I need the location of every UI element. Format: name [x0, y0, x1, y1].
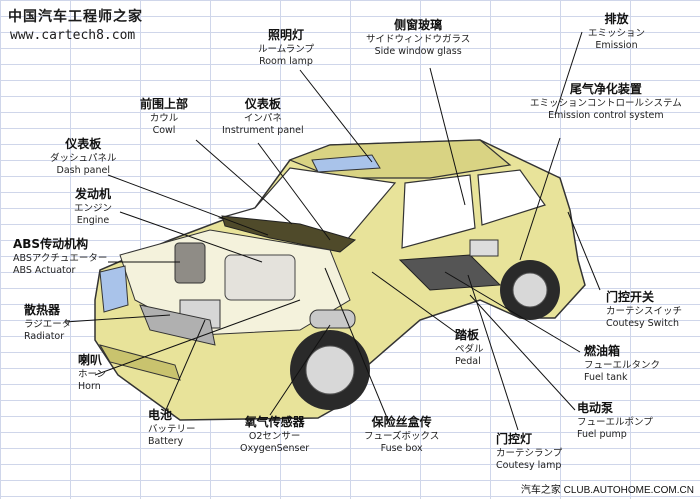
engine-block — [224, 254, 296, 301]
label-pedal: 踏板 ペダル Pedal — [455, 328, 484, 367]
label-courtesy-switch: 门控开关 カーテシスイッチ Coutesy Switch — [606, 290, 683, 329]
label-fuel-pump: 电动泵 フューエルポンプ Fuel pump — [577, 401, 653, 440]
radiator-unit — [139, 304, 216, 346]
label-abs-actuator: ABS传动机构 ABSアクチュエーター ABS Actuator — [13, 237, 108, 276]
abs-unit — [174, 242, 206, 284]
label-emission-control: 尾气净化装置 エミッションコントロールシステム Emission control… — [530, 82, 682, 121]
label-courtesy-lamp: 门控灯 カーテシランプ Coutesy lamp — [496, 432, 563, 471]
label-o2-sensor: 氧气传感器 O2センサー OxygenSenser — [240, 415, 310, 454]
label-engine: 发动机 エンジン Engine — [74, 187, 113, 226]
label-radiator: 散热器 ラジエータ Radiator — [24, 303, 72, 342]
front-bumper — [98, 344, 181, 381]
rear-wheel — [500, 260, 560, 320]
label-battery: 电池 バッテリー Battery — [148, 408, 196, 447]
rear-window — [477, 169, 546, 226]
label-fuel-tank: 燃油箱 フューエルタンク Fuel tank — [584, 344, 661, 383]
watermark-title: 中国汽车工程师之家 — [8, 9, 143, 25]
label-fuse-box: 保险丝盒传 フューズボックス Fuse box — [364, 415, 440, 454]
watermark-footer: 汽车之家 CLUB.AUTOHOME.COM.CN — [520, 485, 694, 496]
leader-lines — [64, 31, 601, 431]
dashboard — [221, 215, 357, 253]
side-window — [401, 174, 476, 249]
headlight — [99, 265, 129, 313]
sunroof — [311, 154, 381, 173]
label-instrument-panel: 仪表板 インパネ Instrument panel — [222, 97, 304, 136]
front-wheel — [290, 330, 370, 410]
fuel-tank-unit — [398, 254, 502, 291]
label-cowl: 前围上部 カウル Cowl — [140, 97, 189, 136]
label-emission: 排放 エミッション Emission — [588, 12, 646, 51]
label-horn: 喇叭 ホーン Horn — [78, 353, 107, 392]
label-dash-panel: 仪表板 ダッシュパネル Dash panel — [50, 137, 117, 176]
watermark-url: www.cartech8.com — [10, 28, 136, 43]
label-side-window: 侧窗玻璃 サイドウィンドウガラス Side window glass — [366, 18, 471, 57]
rear-component — [469, 239, 499, 257]
label-room-lamp: 照明灯 ルームランプ Room lamp — [258, 28, 314, 67]
